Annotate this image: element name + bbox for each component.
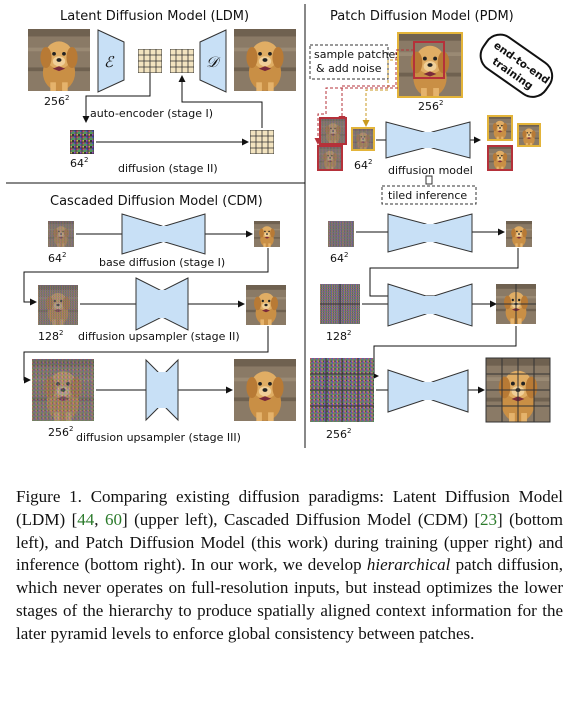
pdm-noisy-patch-red xyxy=(320,118,346,144)
diffusion-stage2-label: diffusion (stage II) xyxy=(118,162,218,175)
pdm-inf-res-64: 642 xyxy=(330,251,348,265)
autoencoder-label: auto-encoder (stage I) xyxy=(90,107,213,120)
cdm-title: Cascaded Diffusion Model (CDM) xyxy=(50,194,263,209)
encoder-network xyxy=(97,29,125,93)
cdm-output-128 xyxy=(246,285,286,325)
caption-text-3: ] (bottom left), and Patch Diffusion Mod… xyxy=(16,509,564,575)
pdm-noise-64 xyxy=(328,221,354,247)
ldm-res-64: 642 xyxy=(70,156,88,170)
sample-patches-label: sample patches xyxy=(314,48,401,61)
cdm-stage2-label: diffusion upsampler (stage II) xyxy=(78,330,240,343)
cdm-input-256 xyxy=(32,359,94,421)
cdm-input-128 xyxy=(38,285,78,325)
pdm-inf-out-64 xyxy=(506,221,532,247)
pdm-noisy-patch-red-2 xyxy=(318,146,342,170)
red-patch-selection xyxy=(413,41,445,79)
caption-emphasis: hierarchical xyxy=(366,555,451,575)
sample-patches-box xyxy=(309,44,389,80)
pdm-res-256: 2562 xyxy=(418,99,443,113)
cdm-panel: Cascaded Diffusion Model (CDM) 642 base … xyxy=(23,194,296,444)
caption-text-1: Comparing existing diffusion paradigms: … xyxy=(16,487,563,529)
tiled-inference-label: tiled inference xyxy=(388,189,467,202)
ldm-input-image xyxy=(28,29,90,91)
ldm-latent-grid-decoder-input xyxy=(170,49,194,73)
ldm-denoised-latent xyxy=(250,130,274,154)
cdm-stage3-label: diffusion upsampler (stage III) xyxy=(76,431,241,444)
decoder-symbol: 𝒟 xyxy=(206,53,221,71)
pdm-inference-panel: tiled inference 642 1282 2562 xyxy=(310,175,551,441)
encoder-symbol: ℰ xyxy=(104,53,115,71)
caption-text-2: ] (upper left), Cascaded Diffusion Model… xyxy=(121,509,481,529)
ldm-latent-grid-encoded xyxy=(138,49,162,73)
cdm-res-256: 2562 xyxy=(48,425,73,439)
pdm-noisy-patch-yellow xyxy=(352,128,374,150)
citation-link-44[interactable]: 44 xyxy=(77,509,95,529)
ldm-panel: Latent Diffusion Model (LDM) 2562 ℰ 𝒟 au… xyxy=(28,9,296,175)
pdm-out-patch-1 xyxy=(488,116,512,140)
add-noise-label: & add noise xyxy=(316,62,382,75)
citation-link-60[interactable]: 60 xyxy=(104,509,122,529)
cdm-input-64 xyxy=(48,221,74,247)
cdm-output-64 xyxy=(254,221,280,247)
pdm-inf-res-256: 2562 xyxy=(326,427,351,441)
figure-diagram: Latent Diffusion Model (LDM) 2562 ℰ 𝒟 au… xyxy=(6,4,554,448)
cdm-output-256 xyxy=(234,359,296,421)
ldm-output-image xyxy=(234,29,296,91)
decoder-network xyxy=(199,29,227,93)
caption-fig-label: Figure 1. xyxy=(16,487,82,506)
pdm-out-patch-3 xyxy=(488,146,512,170)
caption-text-4: patch diffusion, which never operates on… xyxy=(16,555,563,643)
pdm-inf-res-128: 1282 xyxy=(326,329,351,343)
pdm-title: Patch Diffusion Model (PDM) xyxy=(330,9,514,24)
figure-caption: Figure 1. Comparing existing diffusion p… xyxy=(16,486,563,646)
cdm-stage1-label: base diffusion (stage I) xyxy=(99,256,225,269)
tiled-inference-box xyxy=(381,185,477,205)
ldm-noisy-latent xyxy=(70,130,94,154)
cdm-res-128: 1282 xyxy=(38,329,63,343)
ldm-res-256: 2562 xyxy=(44,94,69,108)
end-to-end-badge: end-to-end training xyxy=(479,33,554,98)
pdm-res-64: 642 xyxy=(354,158,372,172)
pdm-training-panel: Patch Diffusion Model (PDM) sample patch… xyxy=(309,9,554,177)
citation-link-23[interactable]: 23 xyxy=(480,509,498,529)
cdm-res-64: 642 xyxy=(48,251,66,265)
pdm-out-patch-2 xyxy=(518,124,540,146)
pdm-diffusion-label: diffusion model xyxy=(388,164,473,177)
caption-sep-1: , xyxy=(94,509,105,529)
ldm-title: Latent Diffusion Model (LDM) xyxy=(60,9,249,24)
